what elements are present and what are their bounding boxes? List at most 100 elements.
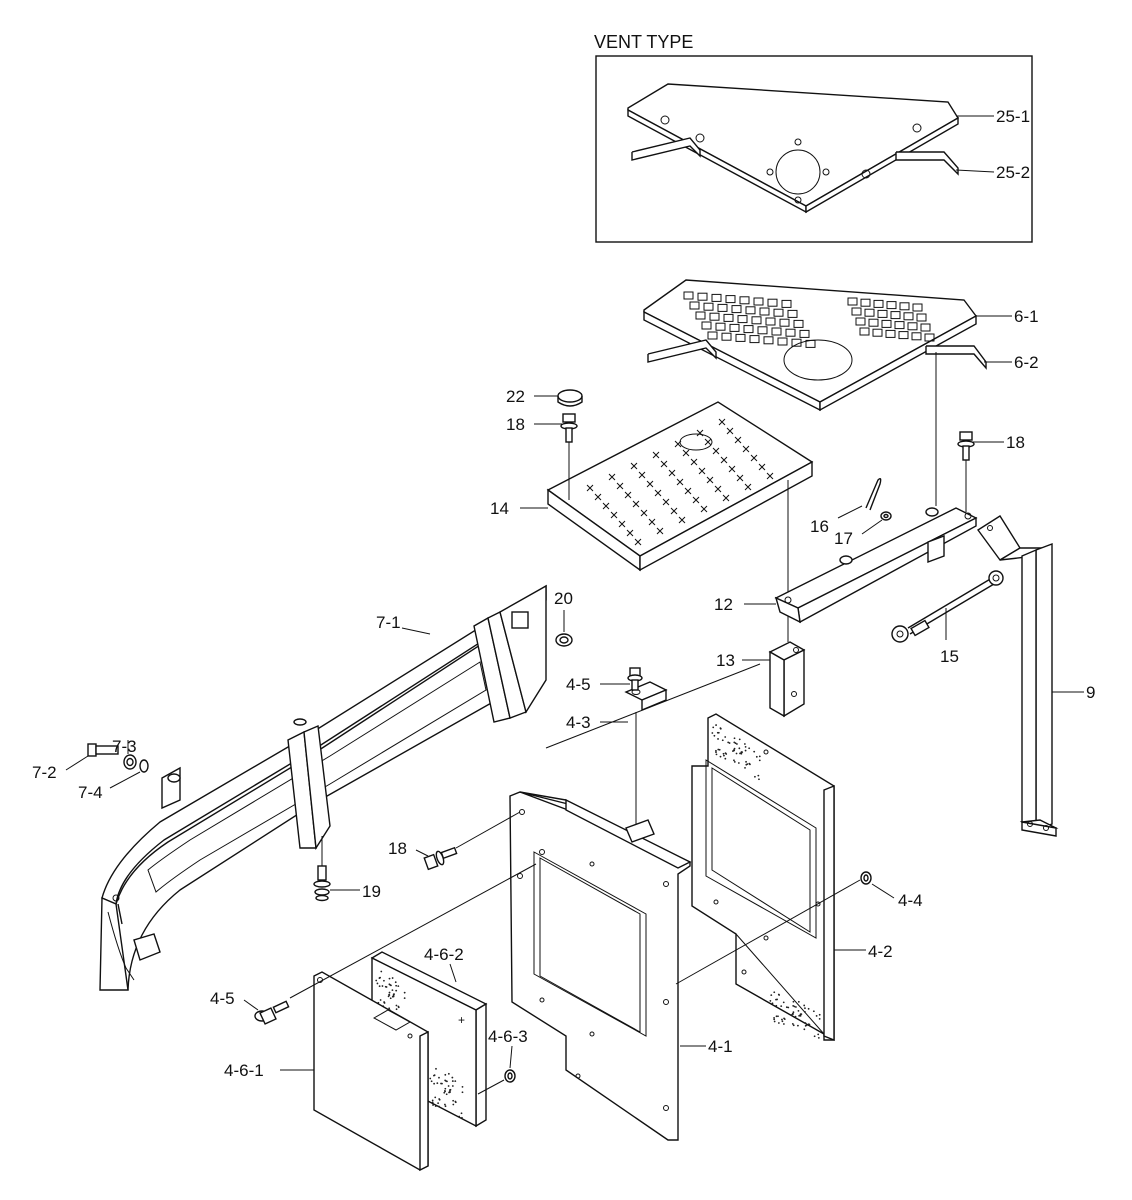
- filter-texture-dot: [736, 743, 738, 745]
- cover-4-6-1: [313, 971, 429, 1172]
- filter-texture-dot: [803, 1004, 806, 1007]
- callout-6-1: 6-1: [1014, 307, 1039, 326]
- filter-texture-dot: [775, 1004, 778, 1007]
- callout-9: 9: [1086, 683, 1095, 702]
- filter-texture-dot: [807, 1023, 810, 1026]
- vent-hole: [911, 332, 922, 341]
- vent-hole: [781, 299, 792, 308]
- callout-19: 19: [362, 882, 381, 901]
- vent-hole: [881, 319, 892, 328]
- filter-texture-dot: [431, 1099, 434, 1102]
- floor-hole: [646, 480, 654, 488]
- vent-hole: [723, 313, 734, 322]
- floor-hole: [640, 509, 648, 517]
- filter-texture-dot: [753, 750, 756, 753]
- floor-hole: [704, 438, 712, 446]
- floor-hole: [706, 476, 714, 484]
- floor-hole: [652, 451, 660, 459]
- vent-hole: [877, 309, 888, 318]
- callout-12: 12: [714, 595, 733, 614]
- filter-texture-dot: [438, 1076, 440, 1079]
- filter-texture-dot: [791, 1012, 794, 1015]
- filter-texture-dot: [389, 997, 392, 1000]
- filter-texture-dot: [737, 762, 740, 764]
- floor-hole: [632, 500, 640, 508]
- filter-texture-dot: [782, 1001, 785, 1004]
- floor-hole: [602, 502, 610, 510]
- filter-texture-dot: [718, 748, 721, 751]
- vent-hole: [860, 298, 871, 307]
- filter-texture-dot: [460, 1112, 463, 1115]
- vent-hole: [890, 311, 901, 320]
- filter-texture-dot: [388, 991, 391, 994]
- filter-texture-dot: [395, 1008, 398, 1011]
- filter-texture-dot: [791, 1023, 794, 1025]
- floor-hole: [674, 440, 682, 448]
- filter-texture-dot: [717, 738, 719, 740]
- vent-hole: [737, 315, 748, 324]
- bolt-4-4: [860, 871, 872, 885]
- vent-hole: [731, 305, 742, 314]
- filter-texture-dot: [773, 1018, 776, 1021]
- filter-texture-dot: [378, 985, 381, 988]
- filter-texture-dot: [434, 1105, 437, 1108]
- filter-texture-dot: [754, 775, 756, 778]
- callout-4-1: 4-1: [708, 1037, 733, 1056]
- filter-texture-dot: [380, 970, 383, 973]
- filter-texture-dot: [713, 734, 716, 737]
- filter-texture-dot: [431, 1101, 434, 1104]
- filter-texture-dot: [452, 1099, 455, 1102]
- filter-texture-dot: [438, 1098, 441, 1100]
- floor-hole: [624, 491, 632, 499]
- filter-texture-dot: [447, 1072, 450, 1075]
- filter-texture-dot: [381, 985, 384, 987]
- floor-hole: [682, 449, 690, 457]
- floor-hole: [718, 418, 726, 426]
- filter-texture-dot: [384, 985, 387, 988]
- filter-texture-dot: [723, 754, 725, 757]
- vent-hole: [767, 298, 778, 307]
- vent-hole: [847, 297, 858, 306]
- panel-4-2: [691, 713, 835, 1042]
- filter-texture-dot: [777, 1015, 779, 1018]
- filter-texture-dot: [781, 1020, 784, 1023]
- filter-texture-dot: [792, 1024, 795, 1027]
- filter-texture-dot: [711, 732, 714, 734]
- filter-texture-dot: [746, 763, 749, 766]
- filter-texture-dot: [451, 1080, 454, 1082]
- filter-texture-dot: [443, 1091, 446, 1094]
- floor-hole: [692, 496, 700, 504]
- floor-hole: [634, 538, 642, 546]
- filter-texture-dot: [803, 1028, 806, 1031]
- stay-9: [976, 515, 1059, 837]
- callout-7-1: 7-1: [376, 613, 401, 632]
- vent-hole: [739, 296, 750, 305]
- floor-hole: [690, 458, 698, 466]
- filter-texture-dot: [755, 755, 758, 758]
- filter-texture-dot: [717, 748, 720, 751]
- filter-texture-dot: [758, 778, 760, 781]
- filter-texture-dot: [719, 727, 722, 730]
- vent-hole: [894, 321, 905, 330]
- filter-texture-dot: [451, 1076, 454, 1079]
- filter-texture-dot: [376, 982, 379, 985]
- filter-texture-dot: [397, 1005, 400, 1008]
- filter-texture-dot: [389, 983, 392, 986]
- filter-texture-dot: [719, 755, 722, 758]
- filter-texture-dot: [805, 1024, 808, 1026]
- filter-texture-dot: [403, 997, 406, 1000]
- vent-hole: [793, 319, 804, 328]
- filter-texture-dot: [392, 995, 395, 998]
- filter-texture-dot: [804, 1022, 807, 1024]
- filter-texture-dot: [388, 977, 391, 980]
- vent-hole: [785, 328, 796, 337]
- vent-hole: [791, 338, 802, 347]
- bolt-7-2: [87, 743, 119, 757]
- filter-texture-dot: [387, 995, 390, 998]
- filter-texture-dot: [758, 755, 761, 758]
- filter-texture-dot: [807, 1007, 810, 1010]
- washer-7-4: [139, 759, 149, 773]
- vent-hole: [717, 303, 728, 312]
- filter-texture-dot: [804, 1007, 806, 1010]
